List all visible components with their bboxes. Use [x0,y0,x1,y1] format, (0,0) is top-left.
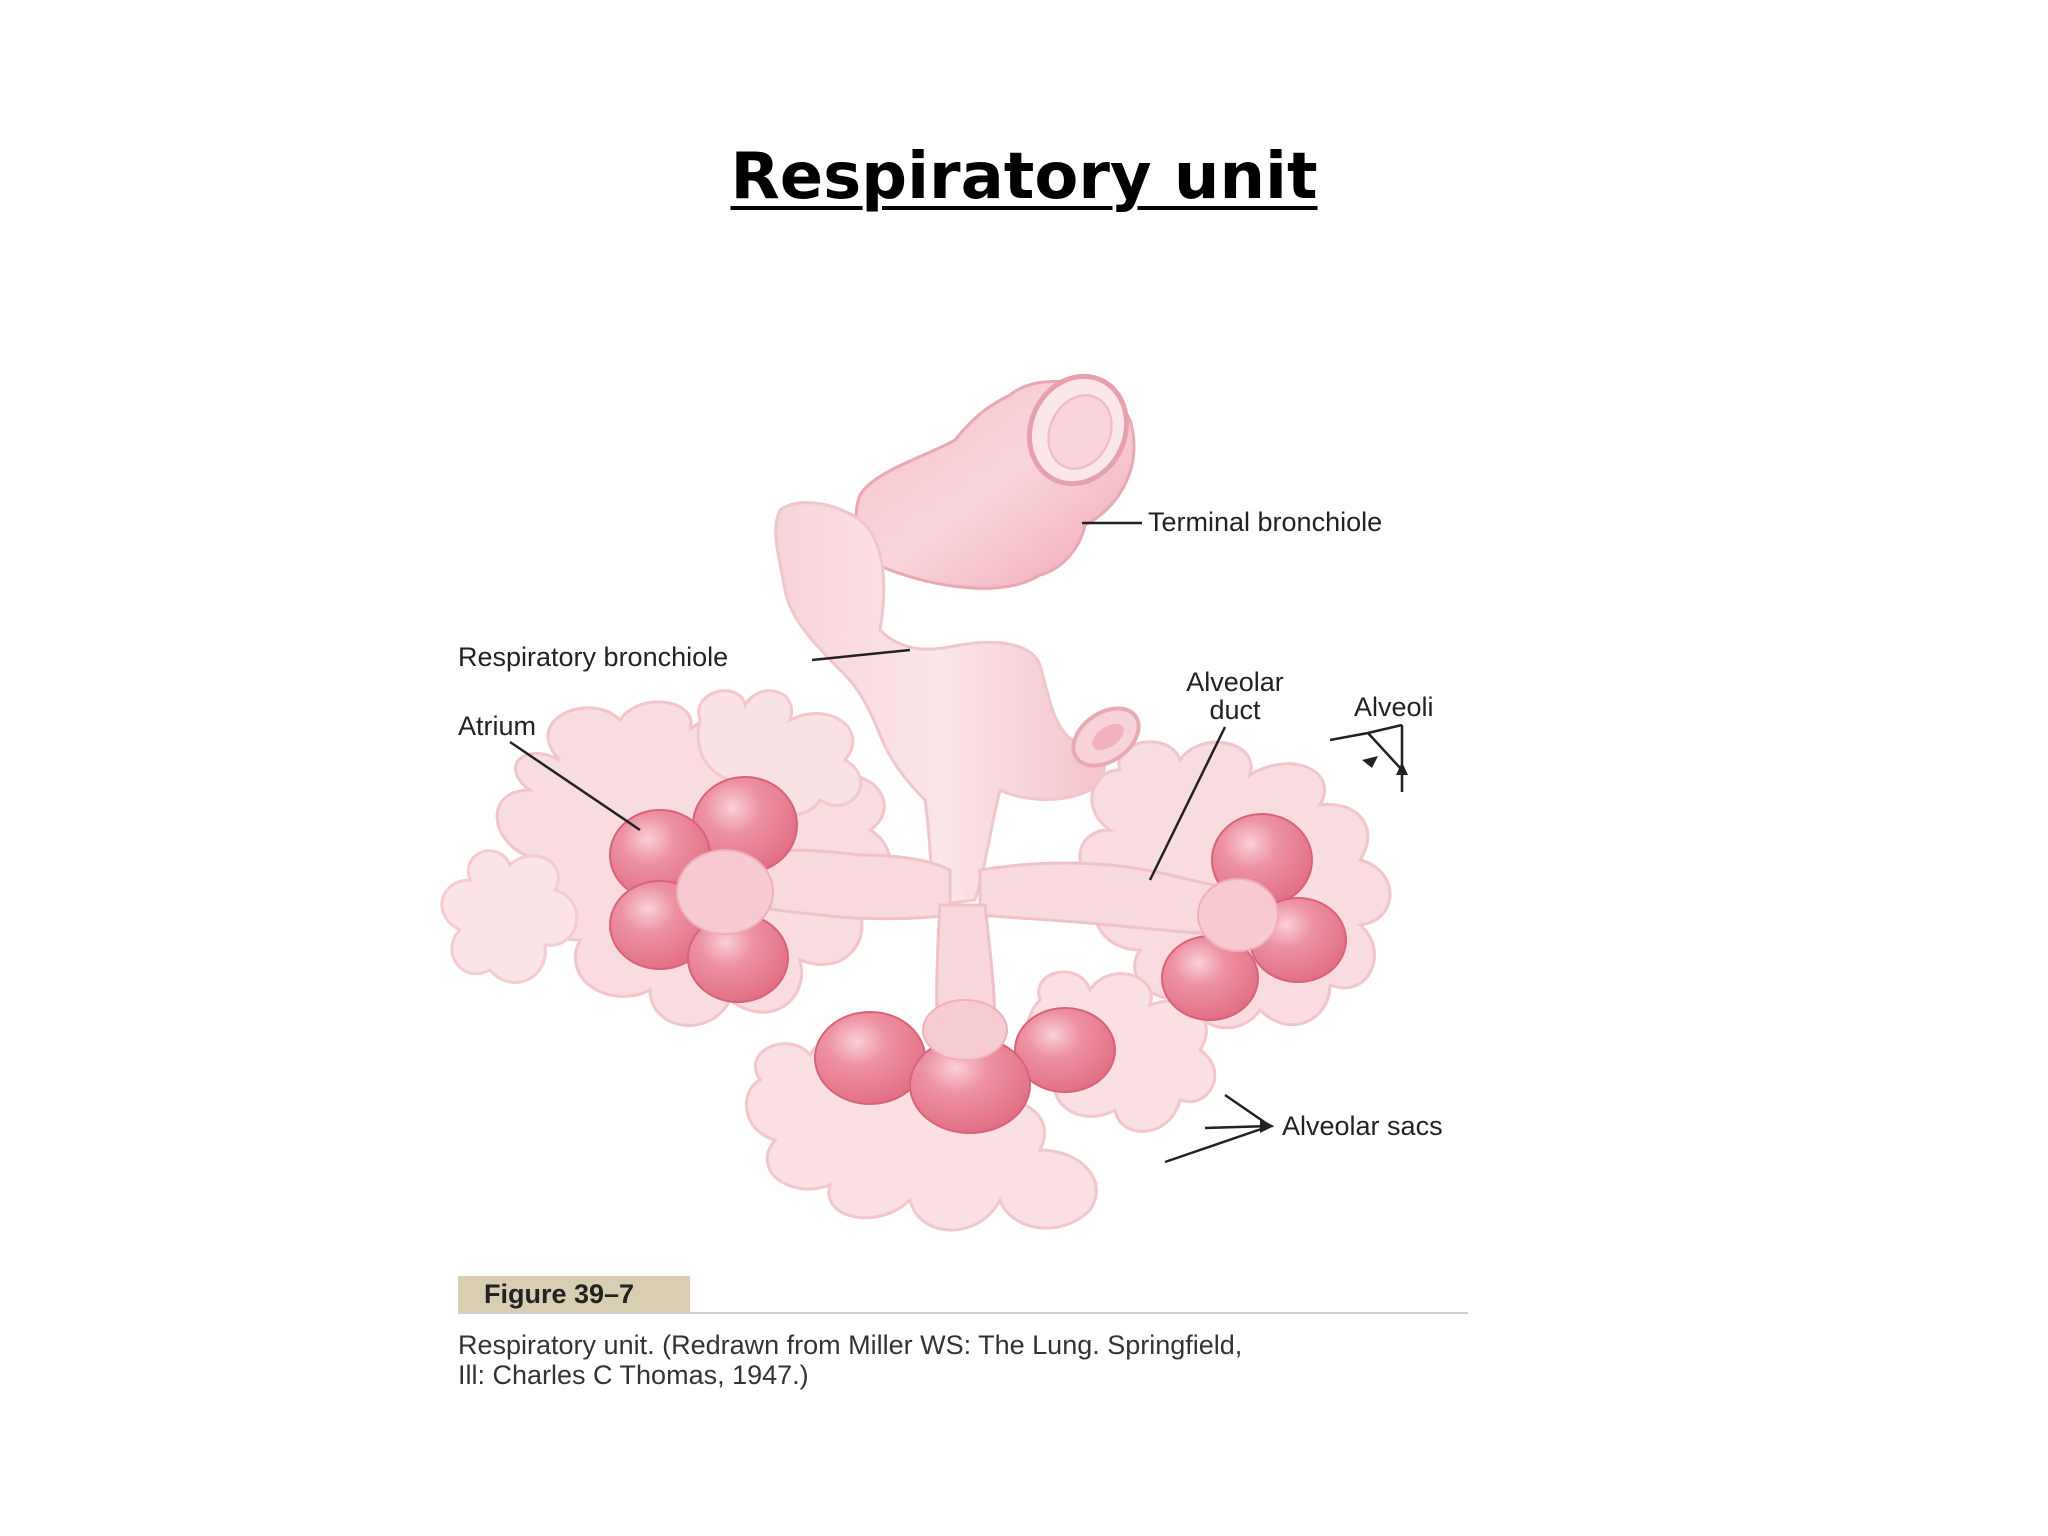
respiratory-bronchiole-side-lumen [1092,723,1124,751]
alveolar-sac-cluster-bottom [814,999,1116,1134]
leader-alveoli-b [1367,732,1403,771]
figure-divider [458,1312,1468,1314]
atrium-hub [1197,878,1279,952]
label-alveolar-duct: Alveolar duct [1160,668,1310,725]
leader-alveoli-a [1329,723,1403,742]
alveolar-sac-cluster-left [609,776,798,1003]
tissue-far-left [440,849,579,984]
atrium-hub [922,999,1008,1061]
leader-respiratory-bronchiole [811,648,911,662]
label-alveolar-sacs: Alveolar sacs [1282,1111,1443,1141]
figure-number-tag: Figure 39–7 [458,1276,690,1313]
label-alveoli: Alveoli [1354,692,1434,722]
leader-alveolar-sacs-arrowhead [1260,1119,1274,1133]
label-respiratory-bronchiole: Respiratory bronchiole [458,642,729,672]
label-terminal-bronchiole: Terminal bronchiole [1148,507,1383,537]
leader-alveoli-arrowheads [1362,756,1408,775]
terminal-bronchiole-lumen [1047,394,1113,470]
leader-alveolar-sacs-b [1164,1124,1271,1164]
leader-atrium [509,740,641,832]
leader-alveolar-duct [1148,726,1227,881]
sac [814,1011,926,1105]
label-alveolar-duct-line2: duct [1209,695,1261,726]
figure-caption-line-2: Ill: Charles C Thomas, 1947.) [458,1360,809,1390]
slide-title: Respiratory unit [730,140,1318,214]
atrium-hub [676,849,774,935]
terminal-bronchiole-tube [854,373,1136,590]
leader-lines [509,521,1408,1164]
figure-caption: Respiratory unit. (Redrawn from Miller W… [458,1330,1478,1390]
alveolar-sac-cluster-right [1161,813,1347,1021]
label-alveolar-duct-line1: Alveolar [1186,667,1284,697]
respiratory-bronchiole-upper [774,501,1106,907]
sac [1014,1007,1116,1093]
label-atrium: Atrium [458,711,537,741]
alveolar-sac-clusters [609,776,1347,1134]
figure-caption-line-1: Respiratory unit. (Redrawn from Miller W… [458,1330,1243,1360]
